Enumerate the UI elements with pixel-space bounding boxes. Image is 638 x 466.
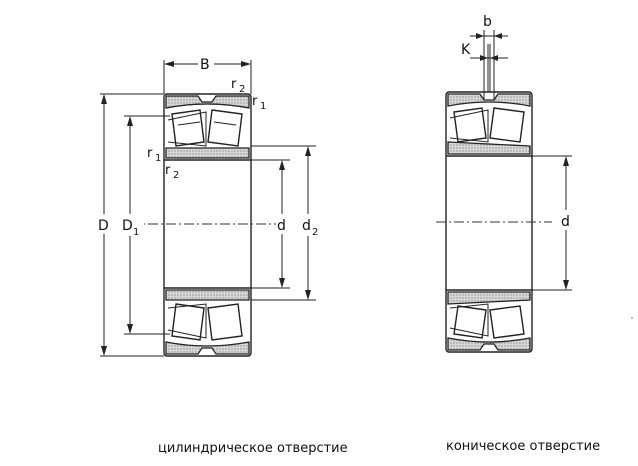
speck-mark: [631, 317, 633, 319]
left-bottom-section: [165, 289, 250, 355]
left-outer-contour: [163, 93, 252, 357]
right-bearing-section: b K d коническое отверстие: [436, 14, 600, 454]
left-top-raceway: [165, 103, 250, 109]
label-r1-left-subscript: 1: [155, 153, 161, 164]
right-top-cage: [449, 109, 489, 143]
left-top-section: [165, 95, 250, 159]
right-bottom-section: [447, 291, 531, 351]
left-bottom-outer-ring: [165, 341, 250, 355]
right-bottom-roller-1: [453, 305, 487, 339]
label-d: d: [277, 218, 286, 234]
left-top-roller-1: [171, 109, 205, 147]
label-D1: D: [122, 218, 133, 234]
label-right-d: d: [561, 214, 570, 230]
label-D: D: [98, 218, 109, 234]
label-r2-left: r: [165, 163, 171, 178]
right-caption: коническое отверстие: [446, 439, 600, 454]
right-top-inner-ring: [447, 141, 531, 155]
left-bearing-section: D D 1 d d 2 B r 2 r 1 r 1 r 2 цилиндриче…: [97, 54, 348, 456]
left-bottom-inner-ring: [165, 289, 250, 301]
label-K: K: [461, 42, 471, 58]
label-d2-subscript: 2: [312, 227, 318, 238]
right-bottom-cage: [449, 303, 489, 337]
left-top-inner-ring: [165, 147, 250, 159]
right-bottom-inner-ring: [447, 291, 531, 305]
label-r1-left: r: [147, 146, 153, 161]
right-bottom-roller-2: [489, 305, 525, 339]
dim-K: [470, 55, 508, 61]
label-d2: d: [302, 218, 311, 234]
left-bottom-roller-2: [207, 303, 243, 341]
label-r2-top-subscript: 2: [239, 84, 245, 95]
label-r1-top-subscript: 1: [260, 101, 266, 112]
right-top-roller-1: [453, 107, 487, 143]
left-caption: цилиндрическое отверстие: [158, 441, 348, 456]
label-r1-top: r: [252, 94, 258, 109]
left-bottom-rollers: [167, 303, 243, 341]
right-top-outer-ring: [447, 93, 531, 107]
right-bottom-outer-ring: [447, 337, 531, 351]
dim-b: [470, 33, 508, 39]
right-top-roller-2: [489, 107, 525, 143]
label-r2-top: r: [231, 77, 237, 92]
label-b: b: [483, 14, 492, 30]
left-top-rollers: [167, 109, 243, 147]
label-D1-subscript: 1: [133, 227, 139, 238]
label-B: B: [200, 57, 210, 73]
left-top-roller-axis-2: [213, 121, 237, 126]
left-top-cage: [167, 111, 207, 147]
left-top-roller-2: [207, 109, 243, 147]
label-r2-left-subscript: 2: [173, 170, 179, 181]
left-top-roller-axis-1: [177, 121, 201, 126]
right-top-section: [447, 93, 531, 155]
left-bottom-roller-1: [171, 303, 205, 341]
left-bottom-cage: [167, 303, 207, 339]
